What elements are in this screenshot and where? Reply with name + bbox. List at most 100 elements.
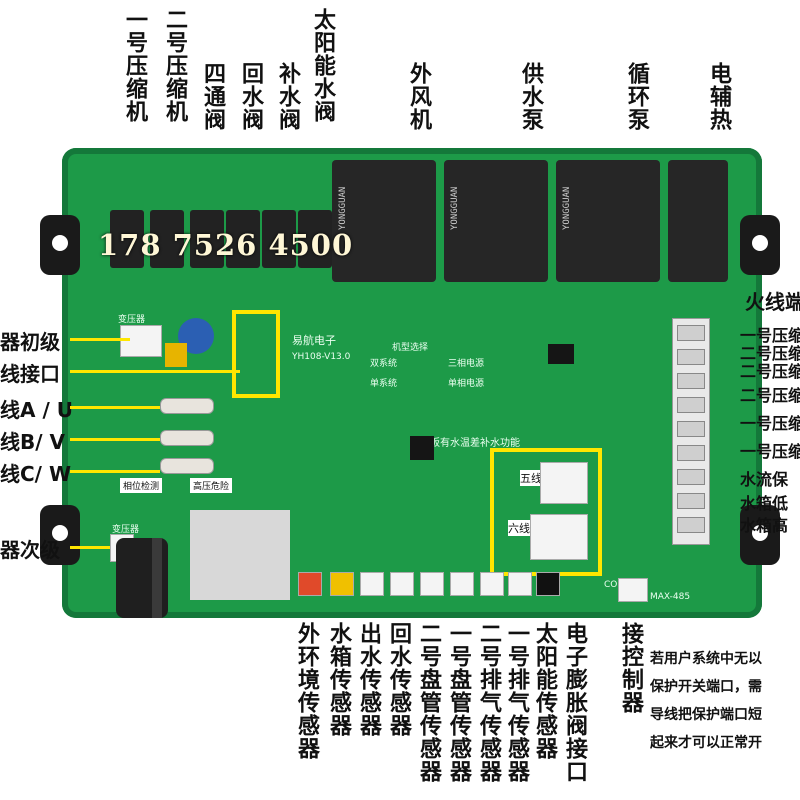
mounting-ear-right-top — [740, 215, 780, 275]
sensor-connector-coil2 — [420, 572, 444, 596]
label-right-7: 水流保 — [740, 470, 789, 489]
label-comp1: 一号压缩机 — [122, 8, 147, 123]
sensor-connector-exhaust2 — [480, 572, 504, 596]
label-trans-secondary: 器次级 — [0, 538, 60, 562]
protection-terminal-strip — [672, 318, 710, 545]
sensor-connector-solar — [536, 572, 560, 596]
controller-connector — [618, 578, 648, 602]
label-circ-pump: 循环泵 — [624, 62, 649, 131]
relay-four-way — [190, 210, 224, 268]
relay-comp1 — [110, 210, 144, 268]
mounting-ear-left-top — [40, 215, 80, 275]
label-line-c: 线C/ W — [0, 462, 72, 486]
label-comp2: 二号压缩机 — [162, 8, 187, 123]
label-right-3: 二号压缩 — [740, 362, 800, 381]
protection-note: 若用户系统中无以 保护开关端口，需 导线把保护端口短 起来才可以正常开 — [650, 645, 800, 757]
label-right-5: 一号压缩 — [740, 414, 800, 433]
mounting-ear-left-bottom — [40, 505, 80, 565]
resistor-a — [160, 398, 214, 414]
relay-supply-brand: YONGGUAN — [450, 186, 460, 230]
arrow-left-primary — [70, 338, 130, 341]
note-line-1: 若用户系统中无以 — [650, 651, 762, 667]
relay-makeup — [262, 210, 296, 268]
sensor-connector-coil1 — [450, 572, 474, 596]
sensor-connector-outlet — [360, 572, 384, 596]
label-right-2: 二号压缩机 — [740, 344, 800, 363]
relay-solar — [298, 210, 332, 268]
silk-transformer-bottom: 变压器 — [112, 525, 140, 535]
label-right-9: 水箱高 — [740, 516, 789, 535]
label-bottom-exhaust1: 一号排气传感器 — [504, 622, 529, 783]
phone-watermark: 178 7526 4500 — [98, 228, 354, 262]
note-line-2: 保护开关端口，需 — [650, 679, 762, 695]
label-bottom-solar: 太阳能传感器 — [532, 622, 557, 760]
label-solar-valve: 太阳能水阀 — [310, 8, 335, 123]
arrow-left-live — [70, 370, 240, 373]
live-terminal-highlight — [232, 310, 280, 398]
relay-fan: YONGGUAN — [332, 160, 436, 282]
label-bottom-coil1: 一号盘管传感器 — [446, 622, 471, 783]
relay-circ-pump: YONGGUAN — [556, 160, 660, 282]
transformer-primary-connector — [120, 325, 162, 357]
label-bottom-controller: 接控制器 — [618, 622, 643, 714]
relay-circ-brand: YONGGUAN — [562, 186, 572, 230]
three-phase-label: 三相电源 — [448, 359, 485, 369]
brand-label: 易航电子 — [292, 334, 336, 347]
label-bottom-coil2: 二号盘管传感器 — [416, 622, 441, 783]
label-bottom-tank: 水箱传感器 — [326, 622, 351, 737]
label-line-b: 线B/ V — [0, 430, 65, 454]
electrolytic-capacitor — [116, 538, 168, 618]
model-select-label: 机型选择 — [392, 343, 429, 353]
high-voltage-label: 高压危险 — [190, 478, 233, 493]
label-right-8: 水箱低 — [740, 494, 789, 513]
resistor-c — [160, 458, 214, 474]
sensor-connector-tank — [330, 572, 354, 596]
single-system-label: 单系统 — [370, 379, 398, 389]
relay-heater — [668, 160, 728, 282]
label-makeup-valve: 补水阀 — [275, 62, 300, 131]
ic-chip-485 — [548, 344, 574, 364]
relay-supply-pump: YONGGUAN — [444, 160, 548, 282]
mounting-ear-right-bottom — [740, 505, 780, 565]
silk-transformer-top: 变压器 — [118, 315, 146, 325]
resistor-b — [160, 430, 214, 446]
relay-return — [226, 210, 260, 268]
label-supply-pump: 供水泵 — [518, 62, 543, 131]
label-line-a: 线A / U — [0, 398, 73, 422]
feature-note: 此板有水温差补水功能 — [420, 438, 520, 449]
yellow-fuse — [165, 343, 187, 367]
label-right-4: 二号压缩 — [740, 386, 800, 405]
label-bottom-outlet: 出水传感器 — [356, 622, 381, 737]
sensor-connector-return — [390, 572, 414, 596]
rs485-label: MAX-485 — [650, 592, 691, 602]
eev-connector-six — [530, 514, 588, 560]
label-return-valve: 回水阀 — [238, 62, 263, 131]
note-line-4: 起来才可以正常开 — [650, 735, 762, 751]
label-bottom-eev: 电子膨胀阀接口 — [562, 622, 587, 783]
label-heater: 电辅热 — [706, 62, 731, 131]
label-bottom-outdoor: 外环境传感器 — [294, 622, 319, 760]
relay-comp2 — [150, 210, 184, 268]
label-right-6: 一号压缩 — [740, 442, 800, 461]
note-line-3: 导线把保护端口短 — [650, 707, 762, 723]
label-trans-primary: 器初级 — [0, 330, 60, 354]
phase-detect-label: 相位检测 — [120, 478, 163, 493]
sensor-connector-exhaust1 — [508, 572, 532, 596]
label-bottom-return: 回水传感器 — [386, 622, 411, 737]
dual-system-label: 双系统 — [370, 359, 398, 369]
heatsink — [190, 510, 290, 600]
label-live-bus: 火线端 — [745, 290, 800, 314]
label-four-way: 四通阀 — [200, 62, 225, 131]
ic-chip-center — [410, 436, 434, 460]
label-bottom-exhaust2: 二号排气传感器 — [476, 622, 501, 783]
arrow-left-secondary — [70, 546, 110, 549]
single-phase-label: 单相电源 — [448, 379, 485, 389]
label-right-1: 一号压缩机 — [740, 326, 800, 345]
arrow-left-a — [70, 406, 160, 409]
arrow-left-b — [70, 438, 160, 441]
arrow-left-c — [70, 470, 160, 473]
sensor-connector-outdoor — [298, 572, 322, 596]
label-live-port: 线接口 — [0, 362, 60, 386]
five-line-label: 五线 — [520, 470, 542, 486]
label-fan: 外风机 — [406, 62, 431, 131]
